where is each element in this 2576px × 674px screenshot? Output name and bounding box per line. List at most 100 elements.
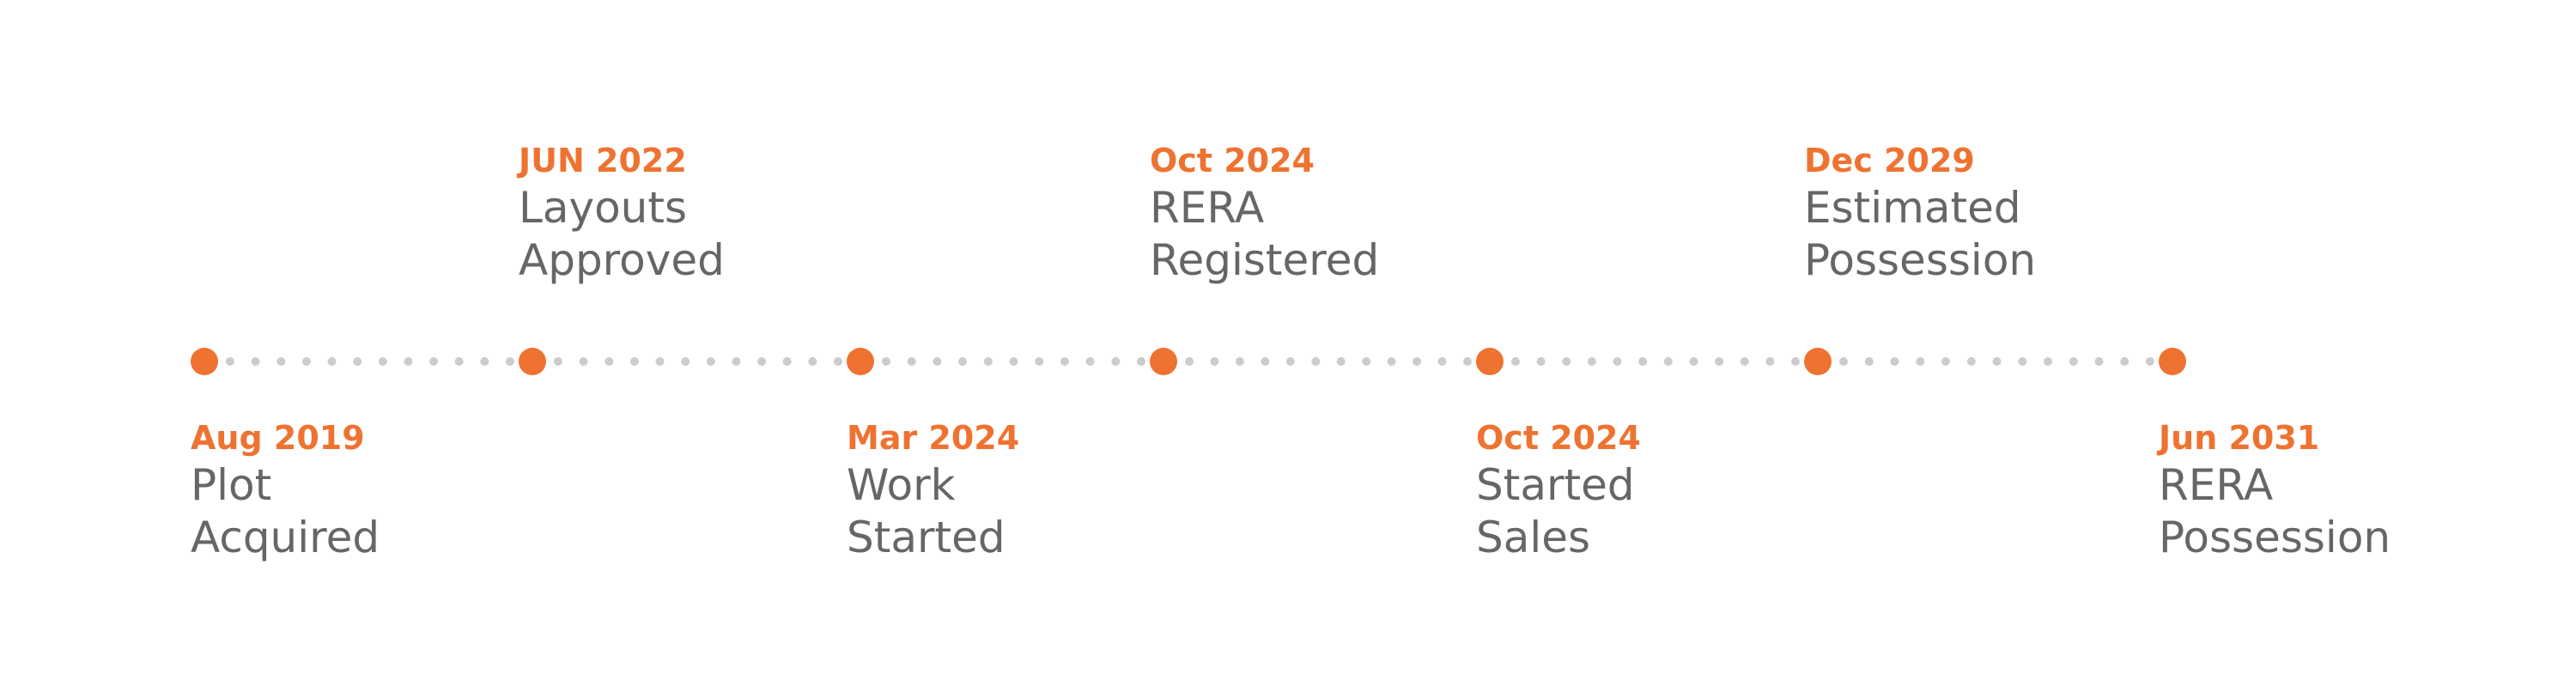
connector-dot bbox=[983, 357, 993, 366]
connector-dot bbox=[378, 357, 387, 366]
milestone-title-line: Work bbox=[847, 460, 956, 510]
milestone-title-line: Registered bbox=[1150, 235, 1380, 285]
connector-dot bbox=[2094, 357, 2104, 366]
connector-dot bbox=[2018, 357, 2027, 366]
connector-dot bbox=[1285, 357, 1295, 366]
connector-dot bbox=[1137, 357, 1145, 366]
connector-dot bbox=[480, 357, 489, 366]
connector-dot bbox=[1916, 357, 1925, 366]
milestone-title-line: Acquired bbox=[191, 513, 380, 562]
connector-dot bbox=[629, 357, 639, 366]
connector-dot bbox=[757, 357, 767, 366]
connector-dot bbox=[404, 357, 413, 366]
connector-dot bbox=[1663, 357, 1673, 366]
connector-dot bbox=[1864, 357, 1874, 366]
connector-dot bbox=[429, 357, 439, 366]
connector-dot bbox=[1235, 357, 1244, 366]
connector-dot bbox=[1060, 357, 1069, 366]
connector-dot bbox=[958, 357, 968, 366]
milestone-title-line: Plot bbox=[191, 460, 272, 510]
milestone-title-line: RERA bbox=[2159, 460, 2274, 510]
connector-dot bbox=[1638, 357, 1648, 366]
connector-dot bbox=[1111, 357, 1121, 366]
connector-dot bbox=[1185, 357, 1194, 366]
connector-dot bbox=[1890, 357, 1899, 366]
milestone-title-line: Started bbox=[847, 513, 1005, 562]
timeline-nodes bbox=[191, 348, 2186, 375]
connector-dot bbox=[1941, 357, 1950, 366]
connector-dot bbox=[605, 357, 614, 366]
connector-dot bbox=[554, 357, 562, 366]
connector-dot bbox=[1035, 357, 1044, 366]
connector-dot bbox=[1966, 357, 1976, 366]
connector-dot bbox=[1689, 357, 1698, 366]
connector-dot bbox=[276, 357, 286, 366]
connector-dot bbox=[1791, 357, 1800, 366]
connector-dot bbox=[1587, 357, 1596, 366]
milestone-node bbox=[1476, 348, 1504, 375]
connector-dot bbox=[2146, 357, 2154, 366]
milestone-date: Dec 2029 bbox=[1804, 142, 1975, 179]
timeline-connectors bbox=[226, 357, 2154, 366]
milestone-title-line: Possession bbox=[1804, 235, 2037, 285]
connector-dot bbox=[782, 357, 792, 366]
connector-dot bbox=[706, 357, 715, 366]
connector-dot bbox=[251, 357, 260, 366]
connector-dot bbox=[579, 357, 588, 366]
connector-dot bbox=[1740, 357, 1749, 366]
connector-dot bbox=[1715, 357, 1724, 366]
connector-dot bbox=[1336, 357, 1346, 366]
connector-dot bbox=[1839, 357, 1848, 366]
connector-dot bbox=[1437, 357, 1447, 366]
connector-dot bbox=[1463, 357, 1472, 366]
milestone-node bbox=[519, 348, 546, 375]
connector-dot bbox=[808, 357, 817, 366]
connector-dot bbox=[882, 357, 890, 366]
milestone-date: Oct 2024 bbox=[1476, 419, 1641, 457]
connector-dot bbox=[301, 357, 311, 366]
milestone-date: Aug 2019 bbox=[191, 419, 365, 457]
milestone-title-line: Possession bbox=[2159, 513, 2391, 562]
connector-dot bbox=[1261, 357, 1270, 366]
connector-dot bbox=[506, 357, 514, 366]
connector-dot bbox=[732, 357, 741, 366]
connector-dot bbox=[2044, 357, 2052, 366]
milestone-date: Mar 2024 bbox=[847, 419, 1020, 457]
connector-dot bbox=[1210, 357, 1219, 366]
connector-dot bbox=[1009, 357, 1018, 366]
milestone-node bbox=[2159, 348, 2186, 375]
connector-dot bbox=[2069, 357, 2078, 366]
milestone-title-line: Approved bbox=[519, 235, 725, 285]
milestone-title-line: Estimated bbox=[1804, 183, 2021, 233]
connector-dot bbox=[1992, 357, 2002, 366]
milestone-date: Jun 2031 bbox=[2159, 419, 2320, 457]
connector-dot bbox=[2120, 357, 2129, 366]
milestone-title-line: Layouts bbox=[519, 183, 688, 233]
milestone-node bbox=[191, 348, 218, 375]
connector-dot bbox=[1765, 357, 1775, 366]
milestone-node bbox=[847, 348, 874, 375]
connector-dot bbox=[655, 357, 665, 366]
connector-dot bbox=[327, 357, 337, 366]
connector-dot bbox=[1511, 357, 1520, 366]
milestone-title-line: Started bbox=[1476, 460, 1635, 510]
connector-dot bbox=[353, 357, 362, 366]
connector-dot bbox=[1311, 357, 1321, 366]
connector-dot bbox=[834, 357, 842, 366]
connector-dot bbox=[1413, 357, 1422, 366]
connector-dot bbox=[1085, 357, 1095, 366]
connector-dot bbox=[1536, 357, 1546, 366]
connector-dot bbox=[681, 357, 690, 366]
milestone-title-line: Sales bbox=[1476, 513, 1591, 562]
connector-dot bbox=[933, 357, 942, 366]
connector-dot bbox=[1387, 357, 1396, 366]
milestone-date: Oct 2024 bbox=[1150, 142, 1315, 179]
connector-dot bbox=[1562, 357, 1571, 366]
connector-dot bbox=[1613, 357, 1622, 366]
